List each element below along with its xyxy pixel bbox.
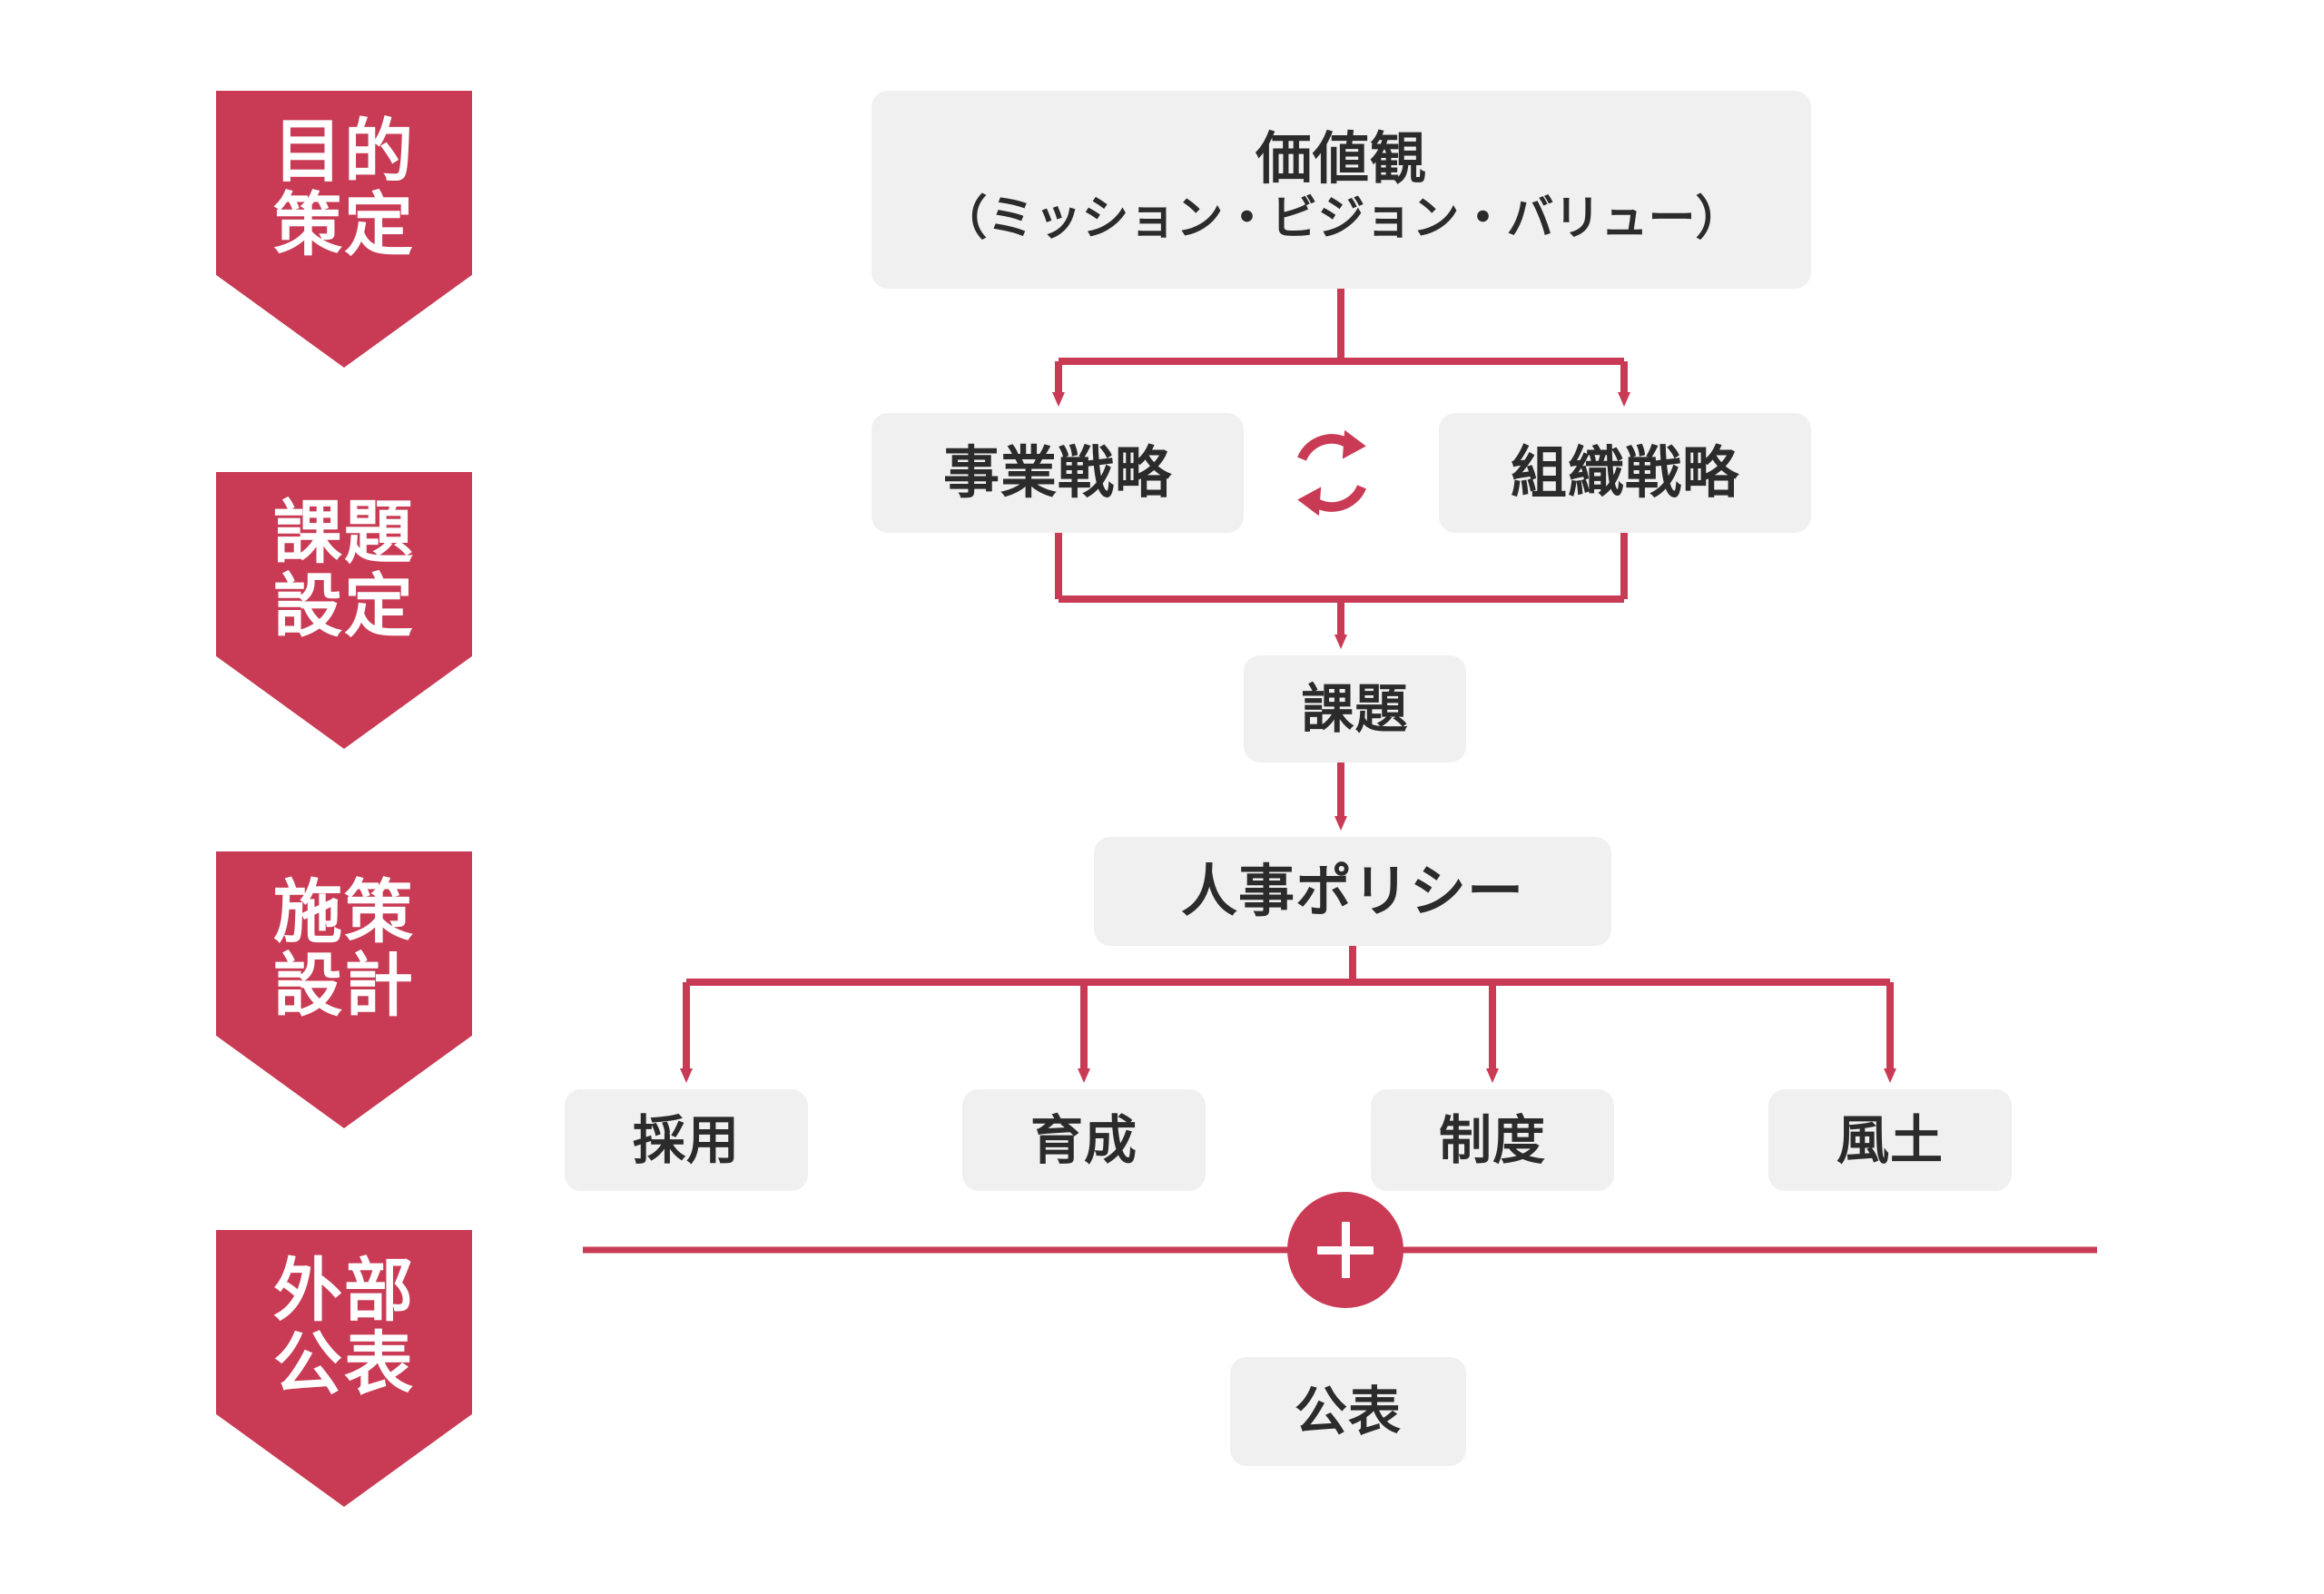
plus-icon (1287, 1192, 1403, 1308)
stage-banner-issue-label: 課題 設定 (273, 492, 415, 647)
wire-policy-to-measures (680, 946, 1896, 1083)
plus-icon-vertical-bar (1341, 1222, 1350, 1278)
node-measure-recruit-label: 採用 (632, 1108, 740, 1171)
wire-strategies-to-issue (1055, 533, 1628, 649)
node-measure-development[interactable]: 育成 (962, 1089, 1206, 1191)
node-business-strategy-label: 事業戦略 (942, 439, 1172, 507)
node-values-subtitle: （ミッション・ビジョン・バリュー） (940, 191, 1743, 246)
node-measure-development-label: 育成 (1029, 1108, 1137, 1171)
node-disclosure-label: 公表 (1294, 1380, 1402, 1442)
node-values[interactable]: 価値観 （ミッション・ビジョン・バリュー） (872, 91, 1811, 289)
node-hr-policy-label: 人事ポリシー (1180, 858, 1524, 925)
stage-banner-disclosure[interactable]: 外部 公表 (216, 1230, 472, 1507)
stage-banner-measures-label: 施策 設計 (273, 871, 415, 1027)
wire-values-to-strategies (1052, 289, 1630, 407)
stage-banner-issue[interactable]: 課題 設定 (216, 472, 472, 749)
node-hr-policy[interactable]: 人事ポリシー (1094, 837, 1611, 946)
node-issue-label: 課題 (1301, 677, 1409, 740)
node-values-title: 価値観 (1255, 125, 1427, 192)
node-business-strategy[interactable]: 事業戦略 (872, 413, 1244, 533)
node-measure-system-label: 制度 (1438, 1108, 1546, 1171)
node-organization-strategy-label: 組織戦略 (1510, 439, 1739, 507)
stage-banner-purpose-label: 目的 策定 (273, 111, 415, 266)
stage-banner-purpose[interactable]: 目的 策定 (216, 91, 472, 368)
node-measure-culture-label: 風土 (1836, 1108, 1944, 1171)
node-disclosure[interactable]: 公表 (1230, 1357, 1466, 1466)
node-issue[interactable]: 課題 (1244, 655, 1466, 763)
node-measure-recruit[interactable]: 採用 (565, 1089, 808, 1191)
stage-banner-measures[interactable]: 施策 設計 (216, 851, 472, 1128)
stage-banner-disclosure-label: 外部 公表 (273, 1250, 415, 1405)
node-measure-culture[interactable]: 風土 (1768, 1089, 2012, 1191)
node-measure-system[interactable]: 制度 (1371, 1089, 1614, 1191)
cycle-arrows-icon (1278, 419, 1385, 526)
node-organization-strategy[interactable]: 組織戦略 (1439, 413, 1811, 533)
